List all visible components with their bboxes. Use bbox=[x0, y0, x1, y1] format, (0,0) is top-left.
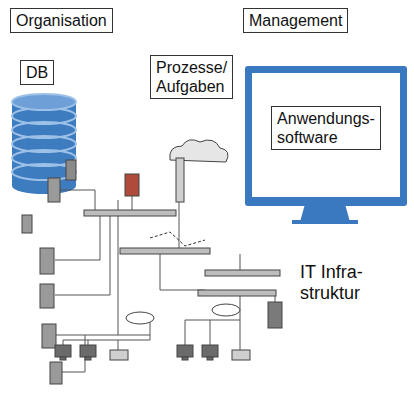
monitor-icon bbox=[292, 220, 358, 224]
network-devices bbox=[202, 345, 218, 357]
box-text: Prozesse/ Aufgaben bbox=[156, 58, 227, 96]
network-devices bbox=[232, 350, 250, 360]
software-box: Anwendungs- software bbox=[271, 106, 381, 150]
network-devices bbox=[22, 215, 32, 233]
network-diagram bbox=[150, 232, 205, 246]
network-diagram bbox=[55, 158, 275, 372]
network-devices bbox=[55, 345, 71, 357]
database-box: DB bbox=[20, 60, 54, 85]
network-devices bbox=[80, 345, 96, 357]
network-devices bbox=[22, 140, 282, 384]
network-diagram bbox=[240, 254, 241, 270]
network-diagram bbox=[60, 190, 95, 212]
network-devices bbox=[176, 158, 184, 202]
box-text: Organisation bbox=[16, 11, 107, 30]
network-diagram bbox=[160, 254, 205, 290]
network-devices bbox=[207, 357, 213, 360]
box-text: Management bbox=[249, 11, 342, 30]
process-box: Prozesse/ Aufgaben bbox=[150, 55, 233, 99]
network-diagram bbox=[210, 320, 211, 345]
network-diagram bbox=[118, 200, 119, 335]
database-cylinder bbox=[12, 94, 76, 194]
database-cylinder bbox=[12, 94, 76, 110]
network-devices bbox=[198, 290, 276, 296]
network-devices bbox=[40, 284, 54, 308]
monitor-icon bbox=[245, 66, 407, 206]
network-devices bbox=[120, 248, 210, 254]
organisation-box: Organisation bbox=[10, 8, 113, 33]
management-box: Management bbox=[243, 8, 348, 33]
network-devices bbox=[212, 304, 240, 316]
network-diagram bbox=[55, 216, 100, 260]
network-diagram bbox=[240, 320, 241, 350]
box-text: Anwendungs- software bbox=[277, 109, 375, 147]
network-devices bbox=[66, 160, 76, 180]
network-devices bbox=[84, 210, 176, 216]
network-diagram bbox=[118, 340, 119, 350]
network-diagram bbox=[55, 335, 118, 336]
network-devices bbox=[85, 357, 91, 360]
network-diagram bbox=[179, 200, 180, 248]
monitor-icon bbox=[245, 66, 407, 224]
network-diagram bbox=[88, 340, 89, 345]
section-label: IT Infra- struktur bbox=[300, 262, 382, 303]
network-devices bbox=[182, 357, 188, 360]
monitor-icon bbox=[252, 73, 400, 197]
network-devices bbox=[268, 302, 282, 328]
network-devices bbox=[40, 248, 54, 274]
network-devices bbox=[177, 345, 193, 357]
network-devices bbox=[48, 178, 60, 202]
network-devices bbox=[60, 357, 66, 360]
network-devices bbox=[50, 362, 62, 384]
box-text: DB bbox=[26, 63, 48, 82]
network-devices bbox=[125, 174, 139, 196]
network-diagram bbox=[55, 216, 110, 295]
monitor-icon bbox=[300, 204, 350, 222]
network-diagram bbox=[185, 296, 240, 345]
network-diagram bbox=[275, 296, 276, 302]
network-diagram bbox=[118, 335, 150, 336]
network-devices bbox=[42, 324, 56, 348]
network-devices bbox=[205, 270, 280, 276]
network-devices bbox=[126, 312, 154, 324]
network-devices bbox=[110, 350, 128, 360]
database-cylinder bbox=[12, 102, 76, 186]
